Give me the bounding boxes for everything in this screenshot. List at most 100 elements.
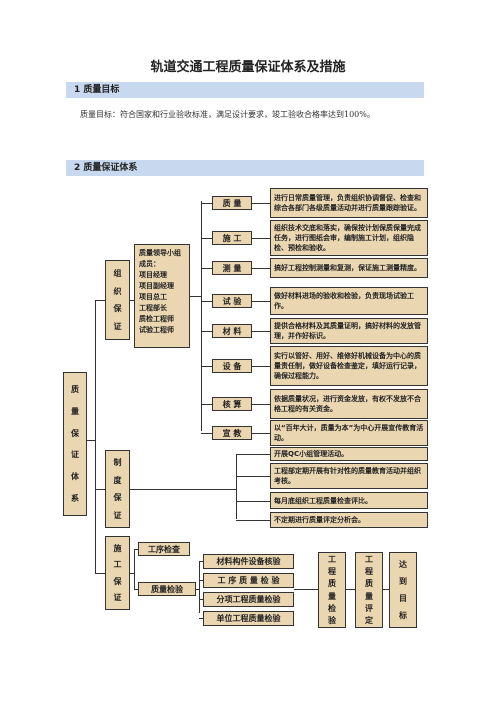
connector-line — [130, 573, 135, 574]
vertical-char: 证 — [71, 450, 79, 460]
vertical-char: 目 — [399, 594, 407, 603]
system-item-box: 每月底组织工程质量检查评比。 — [270, 492, 428, 509]
vertical-char: 评 — [365, 603, 373, 613]
vertical-char: 组 — [113, 268, 122, 278]
leader-line: 试验工程师 — [139, 326, 174, 334]
check-box: 分项工程质量检验 — [203, 592, 294, 607]
quality-inspection-box: 工程质量检验 — [318, 552, 346, 628]
leader-line: 质量领导小组成员： — [139, 249, 181, 268]
dept-box: 宣 教 — [212, 426, 252, 440]
dept-duty-box: 组织技术交底和落实，确保按计划保质保量完成任务，进行图纸会审，编制施工计划，组织… — [270, 220, 428, 256]
connector-line — [201, 433, 212, 434]
dept-duty-box: 搞好工程控制测量和复测，保证施工测量精度。 — [270, 258, 428, 278]
connector-line — [190, 296, 202, 297]
dept-duty-box: 做好材料进场的验收和检验，负责现场试验工作。 — [270, 287, 428, 315]
vertical-char: 程 — [365, 567, 373, 577]
vertical-char: 保 — [113, 493, 122, 503]
dept-box: 核 算 — [212, 397, 252, 411]
vertical-char: 标 — [399, 611, 407, 620]
connector-line — [236, 454, 270, 455]
connector-line — [199, 561, 200, 613]
connector-line — [130, 300, 134, 301]
check-box: 单位工程质量检验 — [203, 611, 294, 626]
quality-evaluation-box: 工程质量评定 — [355, 552, 383, 628]
vertical-char: 工 — [113, 560, 122, 570]
connector-line — [252, 366, 270, 367]
connector-line — [87, 440, 96, 441]
leader-line: 工程部长 — [139, 304, 167, 312]
leader-line: 项目总工 — [139, 293, 167, 301]
vertical-char: 程 — [328, 567, 336, 577]
connector-line — [252, 301, 270, 302]
connector-line — [201, 404, 212, 405]
root-box: 质量保证体系 — [63, 372, 87, 516]
vertical-char: 验 — [328, 615, 336, 625]
vertical-char: 量 — [71, 406, 79, 416]
connector-line — [201, 268, 212, 269]
connector-line — [95, 300, 96, 573]
dept-box: 设 备 — [212, 359, 252, 373]
connector-line — [201, 238, 212, 239]
vertical-char: 施 — [113, 543, 122, 553]
vertical-char: 到 — [399, 577, 407, 586]
quality-check-box: 质量检验 — [138, 582, 196, 596]
connector-line — [95, 573, 105, 574]
connector-line — [252, 433, 270, 434]
section-heading-system: 2 质量保证体系 — [66, 160, 424, 176]
vertical-char: 工 — [365, 555, 373, 565]
connector-line — [346, 589, 355, 590]
vertical-char: 保 — [113, 304, 122, 314]
dept-box: 测 量 — [212, 261, 252, 275]
system-item-box: 工程部定期开展有针对性的质量教育活动并组织考核。 — [270, 463, 428, 489]
connector-line — [252, 268, 270, 269]
vertical-char: 保 — [71, 428, 79, 438]
connector-line — [201, 366, 212, 367]
leader-group-box: 质量领导小组成员：项目经理项目副经理项目总工工程部长质检工程师试验工程师 — [134, 244, 190, 348]
dept-duty-box: 提供合格材料及其质量证明，搞好材料的发放管理，并作好标识。 — [270, 318, 428, 344]
connector-line — [130, 489, 237, 490]
vertical-char: 制 — [113, 458, 122, 468]
connector-line — [236, 500, 270, 502]
vertical-char: 量 — [365, 591, 373, 601]
vertical-char: 达 — [399, 560, 407, 569]
section-heading-goal: 1 质量目标 — [66, 82, 424, 98]
leader-line: 项目经理 — [139, 271, 167, 279]
check-box: 材料构件设备核验 — [203, 554, 294, 569]
vertical-char: 保 — [113, 576, 122, 586]
system-guarantee-box: 制度保证 — [105, 450, 130, 528]
connector-line — [294, 589, 318, 590]
connector-line — [252, 331, 270, 332]
vertical-char: 证 — [113, 322, 122, 332]
connector-line — [134, 549, 138, 550]
connector-line — [201, 201, 202, 431]
dept-duty-box: 依据质量状况，进行资金发放，有权不发放不合格工程的有关资金。 — [270, 389, 428, 419]
vertical-char: 证 — [113, 593, 122, 603]
vertical-char: 织 — [113, 286, 122, 296]
connector-line — [252, 238, 270, 239]
leader-line: 项目副经理 — [139, 282, 174, 290]
dept-box: 试 验 — [212, 294, 252, 308]
connector-line — [95, 489, 105, 490]
connector-line — [236, 520, 270, 521]
vertical-char: 质 — [365, 579, 373, 589]
connector-line — [252, 404, 270, 405]
connector-line — [196, 589, 200, 590]
connector-line — [236, 476, 270, 477]
connector-line — [201, 331, 212, 332]
reach-target-box: 达到目标 — [389, 552, 417, 628]
vertical-char: 系 — [71, 494, 79, 504]
dept-box: 材 料 — [212, 324, 252, 338]
vertical-char: 证 — [113, 510, 122, 520]
system-item-box: 不定期进行质量评定分析会。 — [270, 512, 428, 528]
construction-guarantee-box: 施工保证 — [105, 536, 130, 610]
dept-duty-box: 进行日常质量管理，负责组织协调督促、检查和综合各部门各级质量活动并进行质量跟踪验… — [270, 188, 428, 218]
connector-line — [134, 549, 135, 589]
dept-box: 施 工 — [212, 231, 252, 245]
connector-line — [199, 599, 203, 600]
goal-paragraph: 质量目标：符合国家和行业验收标准，满足设计要求，竣工验收合格率达到100%。 — [80, 110, 375, 119]
vertical-char: 量 — [328, 591, 336, 601]
connector-line — [201, 203, 212, 204]
vertical-char: 体 — [71, 472, 79, 482]
connector-line — [134, 589, 138, 590]
connector-line — [95, 300, 105, 301]
